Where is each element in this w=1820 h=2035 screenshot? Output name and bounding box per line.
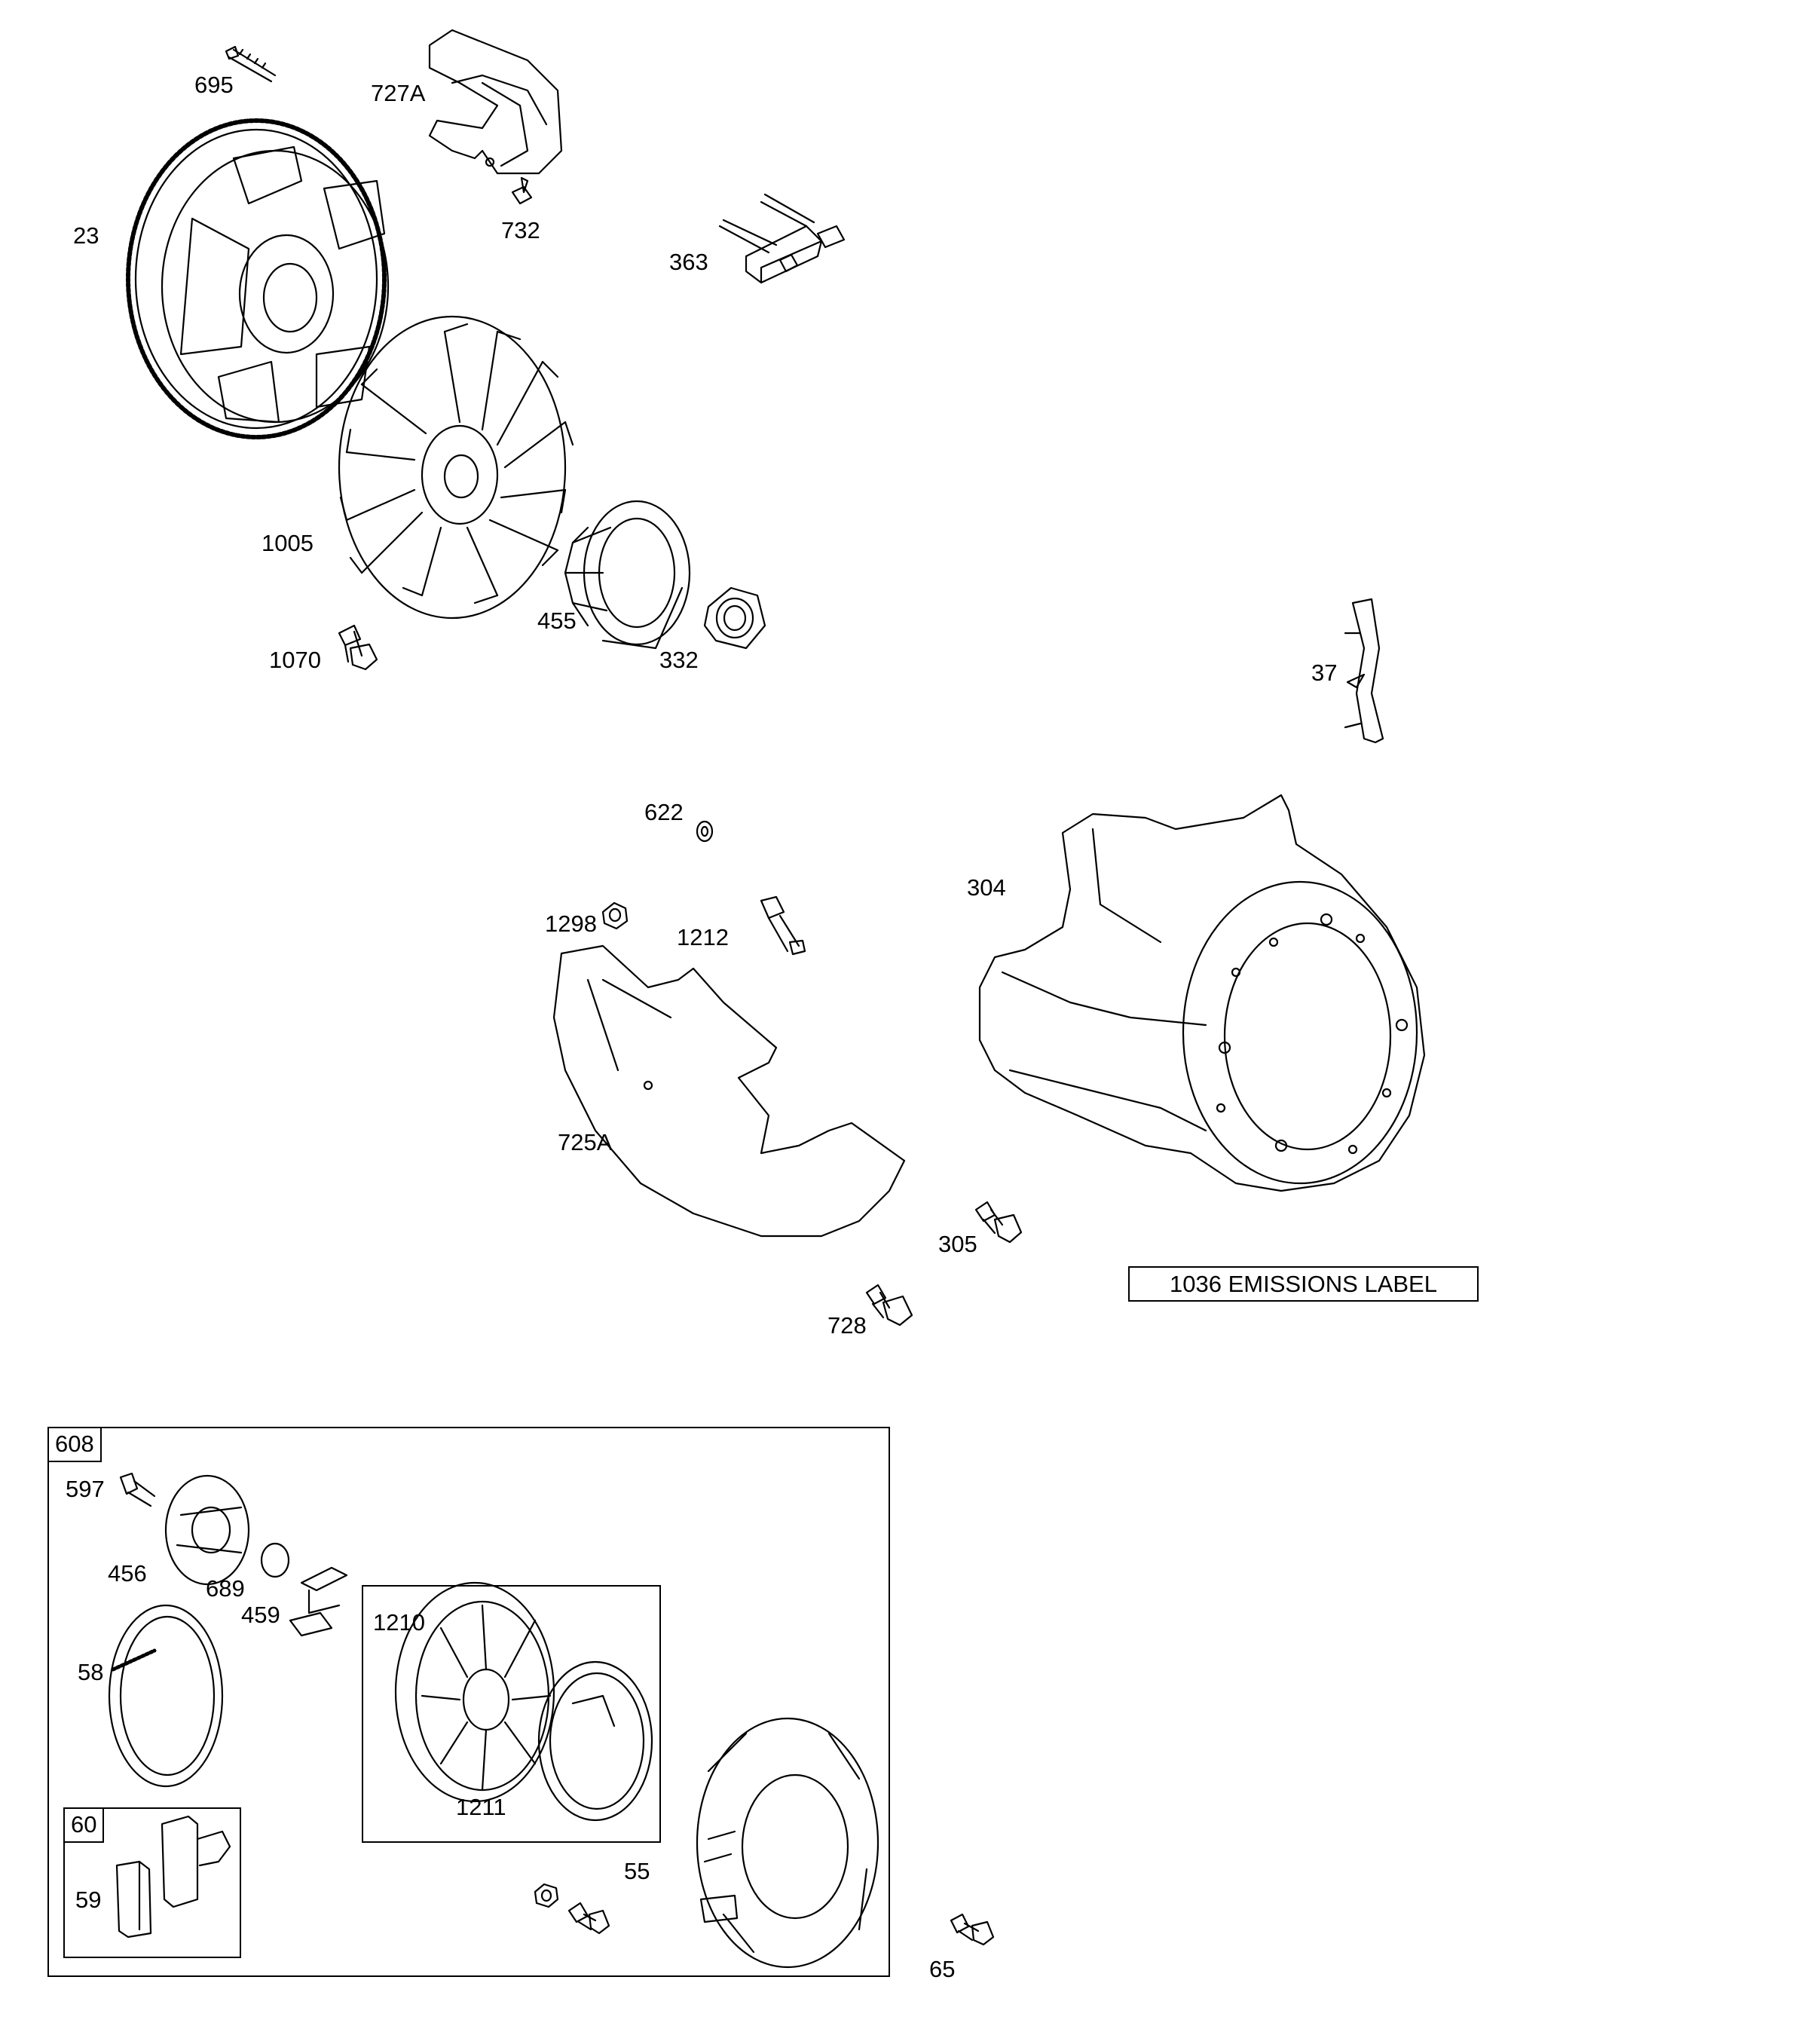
label-304: 304 bbox=[967, 874, 1006, 901]
label-1070: 1070 bbox=[269, 647, 321, 673]
label-65: 65 bbox=[929, 1956, 956, 1982]
part-622-washer bbox=[696, 820, 714, 843]
label-455: 455 bbox=[537, 607, 577, 634]
label-1005: 1005 bbox=[262, 530, 314, 556]
part-455-cup bbox=[564, 500, 691, 650]
label-58: 58 bbox=[78, 1659, 104, 1685]
part-55-cover bbox=[696, 1717, 879, 1969]
part-597-pin bbox=[119, 1472, 156, 1507]
label-727A: 727A bbox=[371, 80, 426, 106]
part-304-housing bbox=[978, 794, 1426, 1192]
label-622: 622 bbox=[644, 799, 684, 825]
label-728: 728 bbox=[827, 1312, 867, 1339]
label-695: 695 bbox=[194, 72, 234, 98]
part-1212-stud bbox=[760, 895, 806, 956]
part-59-insert bbox=[115, 1860, 152, 1939]
part-cover-screw bbox=[567, 1902, 610, 1935]
part-23-flywheel bbox=[126, 118, 390, 439]
label-1298: 1298 bbox=[545, 910, 597, 937]
part-725A-deflector bbox=[552, 944, 906, 1238]
label-459: 459 bbox=[241, 1602, 280, 1628]
part-456-retainer bbox=[164, 1474, 250, 1586]
group-60-box: 60 bbox=[63, 1807, 241, 1958]
part-363-bracket bbox=[718, 193, 846, 284]
group-608-tag: 608 bbox=[49, 1428, 102, 1462]
label-689: 689 bbox=[206, 1575, 245, 1602]
part-695-bolt bbox=[225, 45, 277, 83]
group-1210-box bbox=[362, 1585, 661, 1843]
part-727A-shield bbox=[428, 29, 563, 175]
label-1210: 1210 bbox=[373, 1609, 425, 1636]
label-23: 23 bbox=[73, 222, 99, 249]
part-459-dog bbox=[289, 1566, 348, 1637]
group-608-box: 608 bbox=[47, 1427, 890, 1977]
part-1005-fan bbox=[338, 315, 574, 620]
part-732-screw bbox=[511, 176, 533, 205]
label-456: 456 bbox=[108, 1560, 147, 1587]
label-37: 37 bbox=[1311, 659, 1338, 686]
part-65-bolt bbox=[950, 1913, 995, 1946]
part-cover-nut bbox=[534, 1883, 559, 1908]
part-37-strip bbox=[1344, 598, 1384, 744]
part-58-spring bbox=[108, 1604, 224, 1788]
label-597: 597 bbox=[66, 1476, 105, 1502]
label-59: 59 bbox=[75, 1887, 102, 1913]
label-1212: 1212 bbox=[677, 924, 729, 950]
part-689-ring bbox=[260, 1542, 290, 1578]
part-1211-spring bbox=[537, 1660, 653, 1822]
emissions-label-note: 1036 EMISSIONS LABEL bbox=[1128, 1266, 1479, 1302]
label-305: 305 bbox=[938, 1231, 977, 1257]
part-1070-bolt bbox=[338, 624, 378, 671]
part-728-bolt bbox=[865, 1284, 913, 1327]
label-363: 363 bbox=[669, 249, 708, 275]
part-332-nut bbox=[703, 586, 766, 650]
label-55: 55 bbox=[624, 1858, 650, 1884]
part-1298-nut bbox=[601, 901, 629, 930]
label-1211: 1211 bbox=[456, 1794, 506, 1820]
label-332: 332 bbox=[659, 647, 699, 673]
label-732: 732 bbox=[501, 217, 540, 243]
group-60-tag: 60 bbox=[65, 1809, 105, 1843]
part-305-bolt bbox=[974, 1201, 1023, 1244]
part-60-handle bbox=[161, 1815, 231, 1908]
label-725A: 725A bbox=[558, 1129, 613, 1155]
